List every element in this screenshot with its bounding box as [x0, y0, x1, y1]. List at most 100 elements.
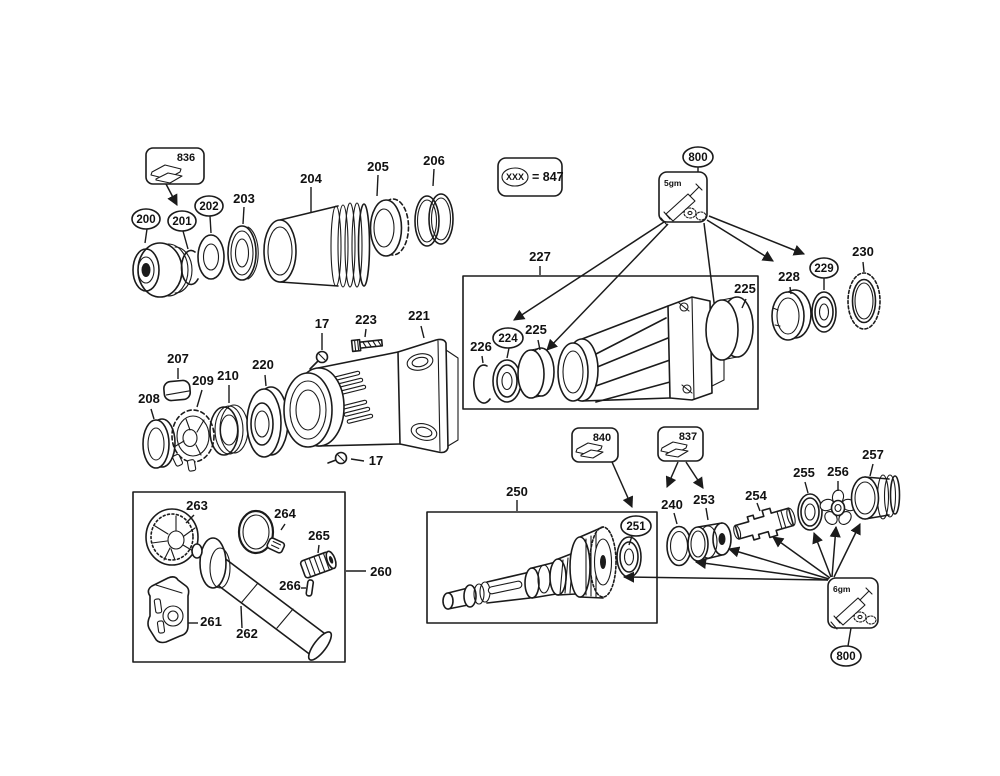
arrow-6gm-to-254 [772, 536, 831, 579]
part-202-washer [197, 234, 225, 280]
arrow-837-to-253 [685, 461, 704, 489]
part-204-boot [263, 202, 371, 288]
label-266: 266 [279, 578, 301, 593]
part-225-right-ring: 225 [705, 281, 756, 361]
label-256: 256 [827, 464, 849, 479]
balloon-800-bottom-label: 800 [836, 651, 855, 663]
part-201-snap-ring [180, 249, 199, 286]
label-263: 263 [186, 498, 208, 513]
balloon-224-label: 224 [498, 333, 518, 345]
legend-value: = 847 [532, 170, 564, 184]
part-229-seal [811, 291, 837, 333]
balloon-800-bottom: 800 [830, 627, 862, 667]
label-205-group: 205 [367, 159, 389, 197]
label-230: 230 [852, 244, 874, 259]
part-209-clutch: 209 [171, 373, 215, 472]
balloon-229: 229 [809, 257, 839, 290]
label-837: 837 [679, 431, 697, 443]
label-240: 240 [661, 497, 683, 512]
label-260-group: 260 [346, 564, 392, 579]
label-225-right: 225 [734, 281, 756, 296]
part-207-cap: 207 [163, 351, 192, 402]
label-254: 254 [745, 488, 767, 503]
part-17-screw-bottom: 17 [327, 451, 383, 468]
label-221: 221 [408, 308, 430, 323]
grease-tube-icon [830, 587, 877, 630]
balloon-201: 201 [167, 210, 197, 250]
label-209: 209 [192, 373, 214, 388]
label-225-left: 225 [525, 322, 547, 337]
part-265-bushing: 265 [299, 528, 337, 579]
part-220-washer-disc: 220 [246, 357, 289, 458]
kit-box-836: 836 [145, 147, 205, 185]
label-250: 250 [506, 484, 528, 499]
label-257: 257 [862, 447, 884, 462]
label-17-bottom: 17 [369, 453, 383, 468]
part-262-handle-tube: 262 [191, 537, 333, 661]
part-254-shaft: 254 [733, 488, 796, 541]
part-264-clamp: 264 [237, 506, 297, 555]
arrow-5gm-to-225-left [546, 223, 669, 351]
label-253: 253 [693, 492, 715, 507]
arrow-6gm-to-240 [694, 557, 829, 581]
label-250-group: 250 [506, 484, 528, 511]
part-228-ring: 228 [771, 269, 812, 341]
arrow-6gm-to-256 [829, 525, 841, 578]
balloon-800-top-label: 800 [688, 152, 707, 164]
label-227: 227 [529, 249, 551, 264]
arrow-6gm-to-255 [812, 531, 832, 578]
label-203: 203 [233, 191, 255, 206]
label-204-group: 204 [300, 171, 323, 212]
part-221-housing: 221 [283, 308, 459, 454]
label-227-group: 227 [529, 249, 551, 275]
label-836: 836 [177, 152, 195, 164]
balloon-200: 200 [131, 208, 161, 244]
label-264: 264 [274, 506, 296, 521]
part-17-screw-top: 17 [309, 316, 329, 370]
arrow-6gm-to-253 [727, 546, 830, 580]
arrow-836-to-201 [165, 183, 178, 206]
grease-5gm-label: 5gm [664, 178, 682, 188]
label-17-top: 17 [315, 316, 329, 331]
legend-box: XXX = 847 [497, 157, 564, 197]
arrow-5gm-to-228 [706, 219, 774, 262]
part-263-fan: 263 [145, 498, 208, 566]
part-225-left-ring: 225 [517, 322, 555, 399]
part-257-boot-cap: 257 [850, 447, 901, 520]
balloon-251-label: 251 [626, 521, 646, 533]
label-226: 226 [470, 339, 492, 354]
arrow-837-to-240 [665, 461, 679, 489]
label-207: 207 [167, 351, 189, 366]
label-223: 223 [355, 312, 377, 327]
part-203-bearing [227, 225, 259, 281]
part-210-spring: 210 [209, 368, 249, 456]
part-206-circlips [414, 193, 454, 247]
label-840: 840 [593, 432, 611, 444]
balloon-251: 251 [620, 515, 652, 546]
balloon-800-top: 800 [682, 146, 714, 172]
label-228: 228 [778, 269, 800, 284]
part-226-circlip: 226 [470, 339, 492, 404]
arrow-6gm-to-spindle [622, 571, 829, 583]
arrow-840-to-251 [611, 461, 634, 509]
grease-tube-icon [660, 183, 707, 226]
balloon-202-label: 202 [199, 201, 218, 213]
legend-symbol: XXX [506, 172, 524, 182]
part-200-bearing-cap [132, 242, 193, 298]
part-255-seal: 255 [793, 465, 823, 531]
label-220: 220 [252, 357, 274, 372]
balloon-229-label: 229 [814, 263, 833, 275]
balloon-200-label: 200 [136, 214, 155, 226]
balloon-202: 202 [194, 195, 224, 234]
label-261: 261 [200, 614, 222, 629]
part-spindle [442, 526, 617, 610]
arrow-5gm-to-229 [708, 215, 806, 256]
arrow-6gm-to-257 [833, 522, 861, 578]
part-205-lock-ring [369, 198, 410, 257]
label-210: 210 [217, 368, 239, 383]
label-260: 260 [370, 564, 392, 579]
label-203-group: 203 [233, 191, 255, 225]
grease-box-6gm: 6gm [827, 577, 879, 630]
